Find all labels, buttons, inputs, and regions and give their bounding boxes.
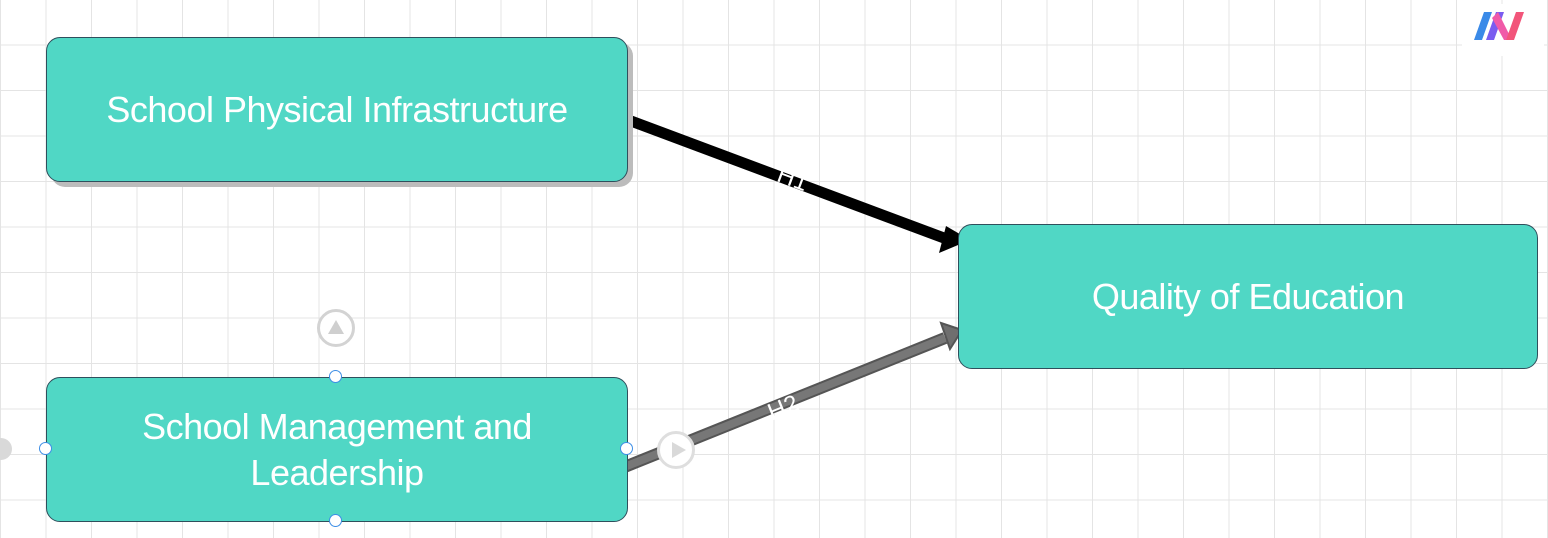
add-connection-up-icon[interactable]: [317, 309, 355, 347]
resize-handle-left[interactable]: [39, 442, 52, 455]
edge-h1-line[interactable]: [621, 112, 954, 247]
node-label: School Management and Leadership: [142, 405, 532, 493]
edge-h1-arrowhead: [939, 226, 970, 253]
node-label: Quality of Education: [1091, 275, 1405, 317]
edge-h2-arrowhead: [939, 321, 964, 352]
edge-h1[interactable]: H1: [621, 112, 970, 253]
node-school-physical-infrastructure[interactable]: School Physical Infrastructure: [46, 37, 628, 182]
resize-handle-top[interactable]: [329, 370, 342, 383]
add-connection-left-icon[interactable]: [0, 438, 12, 460]
resize-handle-bottom[interactable]: [329, 514, 342, 527]
node-school-management-leadership[interactable]: School Management and Leadership: [46, 377, 628, 522]
resize-handle-right[interactable]: [620, 442, 633, 455]
add-connection-right-icon[interactable]: [657, 431, 695, 469]
app-logo-icon: [1462, 4, 1544, 56]
node-label: School Physical Infrastructure: [106, 88, 568, 130]
node-quality-of-education[interactable]: Quality of Education: [958, 224, 1538, 369]
